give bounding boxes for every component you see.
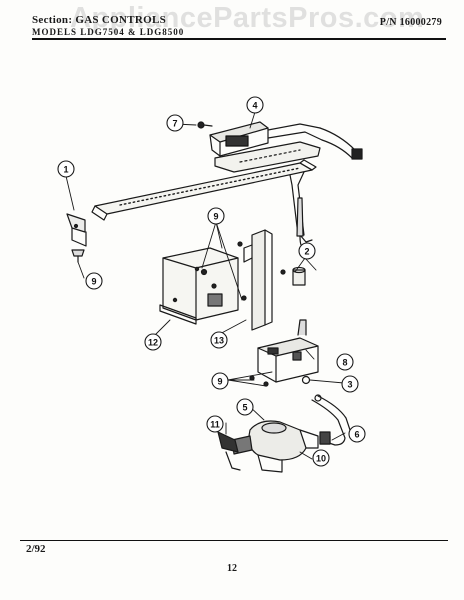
burner-cover xyxy=(159,247,239,325)
svg-text:9: 9 xyxy=(213,212,218,222)
svg-text:6: 6 xyxy=(354,430,359,440)
valve-coil xyxy=(257,319,319,385)
channel-bracket xyxy=(237,229,273,331)
mounting-bracket xyxy=(66,213,87,247)
callout-9-lower: 9 xyxy=(211,372,229,390)
svg-text:13: 13 xyxy=(214,336,224,346)
exploded-parts-diagram: 1 9 7 4 9 2 12 13 8 9 3 5 11 6 10 xyxy=(57,96,366,473)
models-subtitle: MODELS LDG7504 & LDG8500 xyxy=(32,27,185,37)
callout-12: 12 xyxy=(144,333,162,351)
svg-text:5: 5 xyxy=(242,403,247,413)
svg-text:2: 2 xyxy=(304,247,309,257)
svg-text:3: 3 xyxy=(347,380,352,390)
callout-9-upper: 9 xyxy=(207,207,225,225)
screw-9-left xyxy=(71,249,85,263)
screw-7 xyxy=(197,121,213,129)
callout-5: 5 xyxy=(236,398,254,416)
svg-text:10: 10 xyxy=(316,454,326,464)
section-title: Section: GAS CONTROLS xyxy=(32,14,167,26)
flame-sensor xyxy=(280,197,306,286)
igniter-assembly xyxy=(209,121,363,173)
callout-2: 2 xyxy=(298,242,316,260)
valve-handle xyxy=(217,431,241,471)
revision-date: 2/92 xyxy=(26,543,46,555)
watermark: AppliancePartsPros.com xyxy=(70,2,425,34)
svg-text:9: 9 xyxy=(91,277,96,287)
svg-text:4: 4 xyxy=(252,101,257,111)
footer-rule xyxy=(20,540,448,541)
callout-13: 13 xyxy=(210,331,228,349)
screws-9-lower xyxy=(249,375,269,387)
callout-8: 8 xyxy=(336,353,354,371)
callout-9-left: 9 xyxy=(85,272,103,290)
page-number: 12 xyxy=(227,563,237,574)
svg-text:12: 12 xyxy=(148,338,158,348)
svg-text:7: 7 xyxy=(172,119,177,129)
svg-text:11: 11 xyxy=(210,420,220,430)
svg-text:8: 8 xyxy=(342,358,347,368)
svg-text:1: 1 xyxy=(63,165,68,175)
callout-1: 1 xyxy=(57,160,75,178)
header-rule xyxy=(32,38,446,40)
callout-6: 6 xyxy=(348,425,366,443)
part-number: P/N 16000279 xyxy=(379,17,442,28)
callout-7: 7 xyxy=(166,114,184,132)
burner-tube xyxy=(91,159,317,243)
svg-text:9: 9 xyxy=(217,377,222,387)
callout-11: 11 xyxy=(206,415,224,433)
screws-9-upper xyxy=(200,268,217,289)
callout-10: 10 xyxy=(312,449,330,467)
callout-3: 3 xyxy=(341,375,359,393)
callout-4: 4 xyxy=(246,96,264,114)
gas-valve xyxy=(231,420,331,473)
